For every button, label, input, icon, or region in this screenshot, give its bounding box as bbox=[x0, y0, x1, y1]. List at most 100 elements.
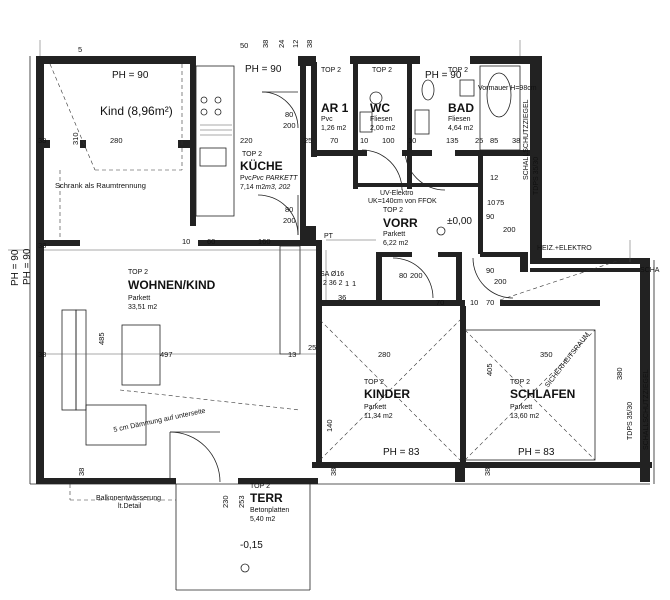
dim-label: 200 bbox=[283, 216, 296, 225]
dim-label: 1 bbox=[352, 279, 356, 288]
room-floor: Parkett bbox=[383, 231, 405, 238]
room-top: TOP 2 bbox=[448, 67, 468, 74]
dim-label: 200 bbox=[494, 277, 507, 286]
ph-label: PH = 90 bbox=[112, 70, 149, 81]
dim-label: 200 bbox=[283, 121, 296, 130]
dim-label: 485 bbox=[97, 332, 106, 345]
dim-label: 25 bbox=[475, 136, 483, 145]
schrank-note: Schrank als Raumtrennung bbox=[55, 181, 146, 190]
room-kueche: TOP 2 KÜCHE Pvc 7,14 m2 Pvc PARKETT m3, … bbox=[240, 151, 298, 191]
vormauer-note: Vormauer H=98cm bbox=[478, 85, 537, 92]
handwritten-note-2: m3, 202 bbox=[265, 184, 290, 191]
balkon-note-2: lt.Detail bbox=[118, 503, 142, 510]
room-name: Kind (8,96m²) bbox=[100, 104, 173, 118]
dim-top-4: 24 bbox=[277, 40, 286, 48]
uv-elektro-height: UK=140cm von FFOK bbox=[368, 198, 437, 205]
daemmung-note: 5 cm Dämmung auf unterseite bbox=[113, 408, 206, 434]
level-terr: -0,15 bbox=[240, 540, 263, 551]
dim-label: 25 bbox=[304, 136, 312, 145]
dim-label: 405 bbox=[485, 363, 494, 376]
dim-label: 38 bbox=[38, 350, 46, 359]
dim-label: 200 bbox=[410, 271, 423, 280]
ph-label: PH = 83 bbox=[383, 447, 420, 458]
room-top: TOP 2 bbox=[321, 67, 341, 74]
room-area: 7,14 m2 bbox=[240, 184, 265, 191]
dim-label: 80 bbox=[285, 205, 293, 214]
dim-label: 75 bbox=[496, 198, 504, 207]
dim-label: 10 bbox=[360, 136, 368, 145]
dim-label: 38 bbox=[38, 241, 46, 250]
sa-dims: 2 36 2 bbox=[323, 280, 343, 287]
dim-label: 135 bbox=[446, 136, 459, 145]
room-floor: Parkett bbox=[128, 295, 150, 302]
dim-label: 13 bbox=[288, 350, 296, 359]
dim-label: 350 bbox=[540, 350, 553, 359]
dim-label: 10 bbox=[487, 198, 495, 207]
dim-label: 85 bbox=[490, 136, 498, 145]
dim-top-3: 38 bbox=[261, 40, 270, 48]
room-floor: Parkett bbox=[364, 404, 386, 411]
room-top: TOP 2 bbox=[383, 207, 403, 214]
schall-short-label: SCHA bbox=[640, 267, 660, 274]
room-top: TOP 2 bbox=[242, 151, 262, 158]
dim-label: 90 bbox=[486, 266, 494, 275]
room-floor: Pvc bbox=[240, 175, 252, 182]
dim-label: 38 bbox=[512, 136, 520, 145]
room-name: TERR bbox=[250, 491, 283, 505]
dim-label: 25 bbox=[308, 343, 316, 352]
handwritten-note: Pvc PARKETT bbox=[252, 175, 298, 182]
room-area: 1,26 m2 bbox=[321, 125, 346, 132]
tdps-label-2: TDPS 35/30 bbox=[627, 402, 634, 440]
dim-label: 280 bbox=[110, 136, 123, 145]
dim-label: 38 bbox=[77, 468, 86, 476]
dim-label: 80 bbox=[285, 110, 293, 119]
dim-label: 230 bbox=[221, 495, 230, 508]
ph-label-left: PH = 90 bbox=[10, 249, 21, 286]
dimension-labels: 38 310 280 220 25 70 10 100 10 135 25 85… bbox=[38, 110, 624, 508]
dim-label: 38 bbox=[329, 468, 338, 476]
dim-label: 310 bbox=[71, 132, 80, 145]
heiz-elektro-label: HEIZ.+ELEKTRO bbox=[537, 245, 592, 252]
room-vorr: UV-Elektro UK=140cm von FFOK TOP 2 VORR … bbox=[320, 190, 472, 278]
dim-label: 100 bbox=[382, 136, 395, 145]
room-floor: Betonplatten bbox=[250, 507, 289, 514]
dim-label: 253 bbox=[237, 495, 246, 508]
dim-label: 280 bbox=[378, 350, 391, 359]
room-area: 11,34 m2 bbox=[364, 413, 393, 420]
dim-label: 36 bbox=[338, 293, 346, 302]
room-floor: Fliesen bbox=[370, 116, 393, 123]
room-area: 6,22 m2 bbox=[383, 240, 408, 247]
tdps-label-1: TDPS 35/30 bbox=[533, 157, 540, 195]
room-kind1: PH = 90 Kind (8,96m²) bbox=[100, 70, 173, 118]
dim-label: 380 bbox=[615, 367, 624, 380]
room-bad: PH = 90 TOP 2 BAD Fliesen 4,64 m2 Vormau… bbox=[425, 67, 537, 132]
room-terr: TOP 2 TERR Betonplatten 5,40 m2 -0,15 bbox=[240, 483, 289, 551]
dim-label: 70 bbox=[330, 136, 338, 145]
sa-label: SA Ø16 bbox=[320, 271, 344, 278]
room-name: WOHNEN/KIND bbox=[128, 278, 216, 292]
dim-label: 10 bbox=[470, 298, 478, 307]
room-top: TOP 2 bbox=[128, 269, 148, 276]
dim-label: 80 bbox=[399, 271, 407, 280]
room-floor: Pvc bbox=[321, 116, 333, 123]
room-name: SCHLAFEN bbox=[510, 387, 575, 401]
dim-label: 70 bbox=[486, 298, 494, 307]
dim-label: 1 bbox=[345, 279, 349, 288]
dim-label: 70 bbox=[436, 298, 444, 307]
room-area: 4,64 m2 bbox=[448, 125, 473, 132]
fixtures bbox=[8, 40, 655, 591]
schallschutz-label-2: SCHALLSCHUTZZIEGEL bbox=[643, 369, 650, 450]
room-wc: TOP 2 WC Fliesen 2,00 m2 bbox=[370, 67, 395, 132]
ph-label-left-2: PH = 90 bbox=[22, 248, 33, 285]
dim-label: 90 bbox=[486, 212, 494, 221]
room-name: KÜCHE bbox=[240, 158, 283, 173]
balkon-note-1: Balkonentwässerung bbox=[96, 495, 161, 502]
room-top: TOP 2 bbox=[510, 379, 530, 386]
sicherheitsraum-label: SICHERHEITSRAUM bbox=[544, 331, 591, 389]
dim-label: 140 bbox=[325, 419, 334, 432]
room-name: VORR bbox=[383, 216, 418, 230]
dim-label: 10 bbox=[408, 136, 416, 145]
dim-label: 60 bbox=[207, 237, 215, 246]
dim-top-1: 5 bbox=[78, 45, 82, 54]
